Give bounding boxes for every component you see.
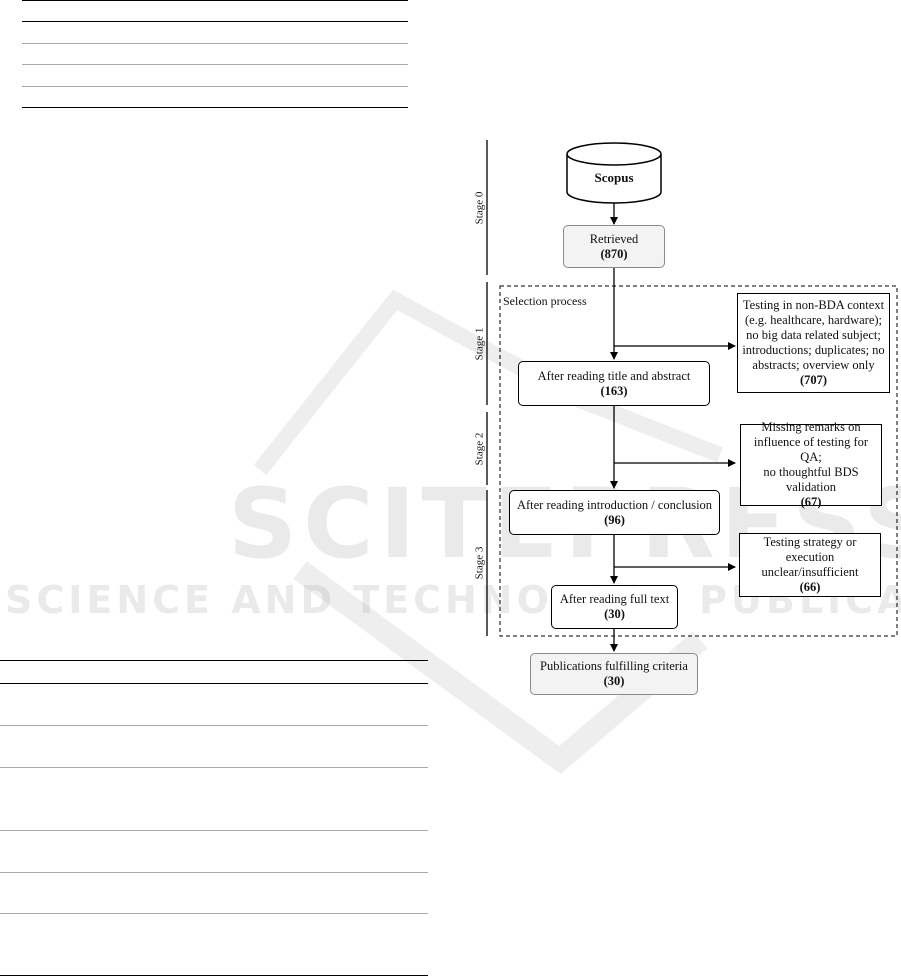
result-count: (30) [603, 674, 625, 688]
step-box-introduction-conclusion: After reading introduction / conclusion … [509, 490, 720, 535]
result-box: Publications fulfilling criteria (30) [530, 653, 698, 695]
exclusion-line: (e.g. healthcare, hardware); [744, 313, 883, 327]
exclusion-count: (67) [800, 495, 822, 509]
scopus-label: Scopus [594, 170, 634, 185]
exclusion-line: influence of testing for QA; [753, 435, 869, 464]
step-box-title-abstract: After reading title and abstract (163) [518, 361, 710, 406]
exclusion-line: execution [785, 550, 835, 564]
exclusion-line: abstracts; overview only [752, 358, 875, 372]
exclusion-box-stage-1: Testing in non-BDA context (e.g. healthc… [737, 293, 890, 393]
selection-process-label: Selection process [503, 294, 587, 308]
stage-label-0: Stage 0 [473, 191, 486, 224]
retrieved-box: Retrieved (870) [563, 225, 665, 268]
exclusion-line: validation [786, 480, 836, 494]
exclusion-line: Missing remarks on [761, 420, 861, 434]
exclusion-line: Testing strategy or [763, 535, 857, 549]
retrieved-label: Retrieved [589, 231, 639, 246]
step-count: (30) [604, 607, 625, 621]
step-box-full-text: After reading full text (30) [551, 585, 678, 629]
exclusion-count: (66) [799, 580, 821, 594]
step-count: (163) [600, 383, 628, 398]
stage-label-1: Stage 1 [473, 327, 486, 360]
exclusion-line: no big data related subject; [746, 328, 881, 342]
exclusion-box-stage-3: Testing strategy or execution unclear/in… [739, 533, 881, 597]
exclusion-line: Testing in non-BDA context [742, 298, 885, 312]
exclusion-line: introductions; duplicates; no [742, 343, 885, 357]
exclusion-box-stage-2: Missing remarks on influence of testing … [740, 420, 882, 509]
exclusion-line: unclear/insufficient [761, 565, 859, 579]
step-label: After reading title and abstract [537, 368, 691, 383]
step-label: After reading introduction / conclusion [516, 497, 713, 512]
stage-label-2: Stage 2 [473, 432, 486, 465]
step-label: After reading full text [559, 592, 670, 606]
result-label: Publications fulfilling criteria [540, 659, 688, 673]
retrieved-count: (870) [600, 246, 628, 261]
exclusion-line: no thoughtful BDS [763, 465, 859, 479]
stage-label-3: Stage 3 [473, 546, 486, 580]
scopus-database-node: Scopus [566, 142, 662, 204]
step-count: (96) [604, 512, 625, 527]
database-icon [566, 142, 662, 204]
exclusion-count: (707) [799, 373, 828, 387]
